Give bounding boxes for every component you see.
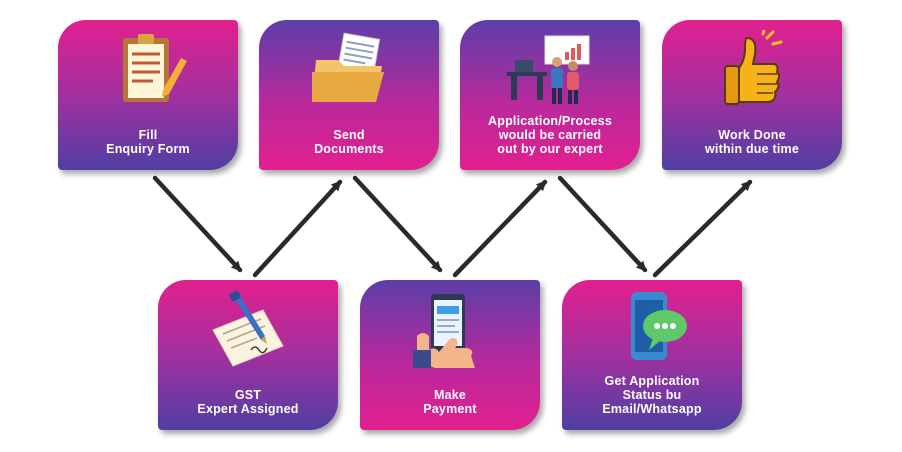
arrow-fill-to-gst (152, 175, 243, 273)
step-label-line: Documents (314, 142, 384, 156)
step-label-line: Status bu (622, 388, 682, 402)
arrow-payment-to-application (452, 179, 548, 278)
clipboard-icon (123, 34, 187, 102)
step-label-line: would be carried (498, 128, 602, 142)
step-fill-enquiry-form: Fill Enquiry Form (58, 20, 238, 170)
step-label-line: within due time (705, 142, 799, 156)
phone-chat-icon (631, 292, 687, 360)
step-label-line: Fill (138, 128, 158, 142)
team-presentation-icon (507, 35, 590, 104)
arrow-gst-to-send (252, 179, 343, 278)
step-gst-expert-assigned: GST Expert Assigned (158, 280, 338, 430)
step-label-line: Email/Whatsapp (602, 402, 702, 416)
step-label-line: out by our expert (497, 142, 603, 156)
step-label-line: Get Application (604, 374, 700, 388)
folder-icon (312, 32, 384, 102)
step-label-line: Send (333, 128, 365, 142)
step-send-documents: Send Documents (259, 20, 439, 170)
step-work-done: Work Done within due time (662, 20, 842, 170)
step-label-line: Enquiry Form (106, 142, 190, 156)
step-label-line: Work Done (718, 128, 786, 142)
phone-payment-icon (413, 294, 475, 368)
arrow-send-to-payment (352, 175, 443, 273)
arrow-application-to-status (557, 175, 648, 273)
arrow-status-to-workdone (652, 179, 753, 278)
step-application-process: Application/Process would be carried out… (460, 20, 640, 170)
step-label-line: Payment (423, 402, 477, 416)
document-pen-icon (212, 290, 284, 367)
thumbs-up-icon (724, 30, 783, 105)
step-label-line: GST (234, 388, 262, 402)
step-label-line: Make (433, 388, 467, 402)
step-label-line: Application/Process (488, 114, 612, 128)
step-get-application-status: Get Application Status bu Email/Whatsapp (562, 280, 742, 430)
step-make-payment: Make Payment (360, 280, 540, 430)
step-label-line: Expert Assigned (197, 402, 299, 416)
